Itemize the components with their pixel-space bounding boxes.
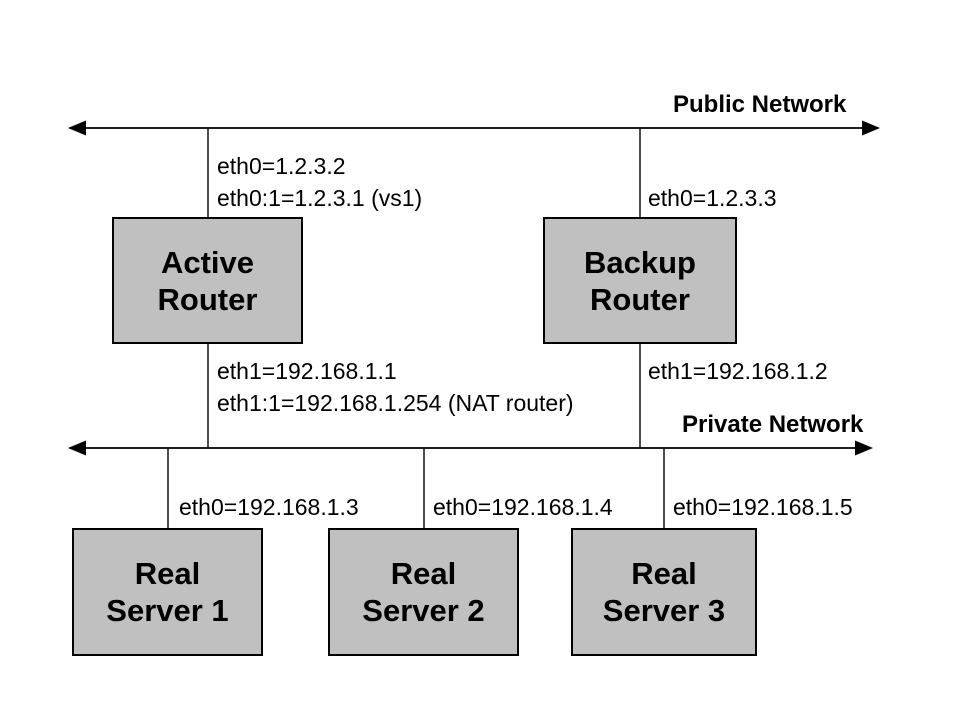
private-bus-right-arrowhead-icon	[855, 440, 873, 456]
public-bus-left-arrowhead-icon	[68, 120, 86, 136]
real-server-3-eth0-label: eth0=192.168.1.5	[673, 494, 853, 520]
active-router-eth0-alias-label: eth0:1=1.2.3.1 (vs1)	[217, 185, 423, 211]
node-label-line: Server 2	[362, 593, 485, 628]
real-server-1-eth0-label: eth0=192.168.1.3	[179, 494, 359, 520]
node-label-line: Server 3	[602, 593, 726, 628]
node-real-server-2: Real Server 2	[328, 528, 519, 656]
real-server-2-eth0-label: eth0=192.168.1.4	[433, 494, 613, 520]
active-router-eth1-alias-label: eth1:1=192.168.1.254 (NAT router)	[217, 390, 574, 416]
node-label-line: Server 1	[106, 593, 229, 628]
private-network-label: Private Network	[682, 411, 864, 438]
node-label-line: Real	[134, 556, 201, 591]
node-label-line: Real	[631, 556, 697, 591]
node-real-server-3: Real Server 3	[571, 528, 757, 656]
backup-router-eth1-label: eth1=192.168.1.2	[648, 358, 828, 384]
active-router-eth0-label: eth0=1.2.3.2	[217, 153, 346, 179]
node-active-router: Active Router	[112, 217, 303, 344]
node-real-server-1: Real Server 1	[72, 528, 263, 656]
node-label-line: Router	[590, 281, 690, 317]
active-router-eth1-label: eth1=192.168.1.1	[217, 358, 397, 384]
node-label-line: Active	[160, 244, 255, 280]
public-bus-right-arrowhead-icon	[862, 120, 880, 136]
node-label-line: Real	[390, 556, 457, 591]
public-network-label: Public Network	[673, 91, 847, 118]
node-label-line: Router	[157, 281, 258, 317]
node-backup-router: Backup Router	[543, 217, 737, 344]
private-bus-left-arrowhead-icon	[68, 440, 86, 456]
node-label-line: Backup	[584, 244, 696, 280]
backup-router-eth0-label: eth0=1.2.3.3	[648, 185, 777, 211]
